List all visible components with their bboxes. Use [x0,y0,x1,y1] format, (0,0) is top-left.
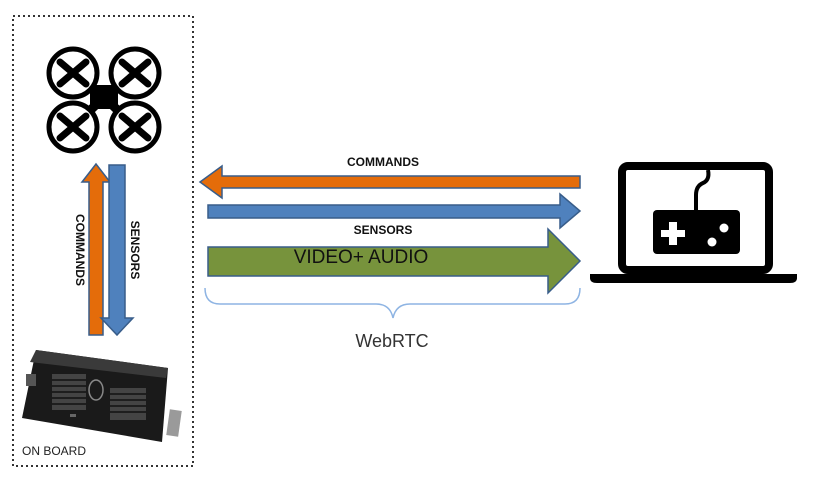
vertical-sensors-label: SENSORS [128,221,142,280]
webrtc-brace [204,287,581,319]
sensors-label: SENSORS [354,223,413,237]
vertical-commands-label: COMMANDS [73,214,87,286]
quadcopter-icon [46,46,162,154]
video-audio-label: VIDEO+ AUDIO [294,247,429,268]
commands-arrow [198,164,581,200]
intel-compute-stick-icon [22,350,182,442]
onboard-box [12,15,194,467]
onboard-commands-arrow [80,162,112,336]
video-audio-arrow [207,227,582,295]
sensors-arrow [207,192,582,230]
onboard-sensors-arrow [99,164,135,337]
webrtc-label: WebRTC [355,331,428,351]
gamepad-icon [653,169,740,254]
onboard-label: ON BOARD [22,444,86,458]
commands-label: COMMANDS [347,155,419,169]
